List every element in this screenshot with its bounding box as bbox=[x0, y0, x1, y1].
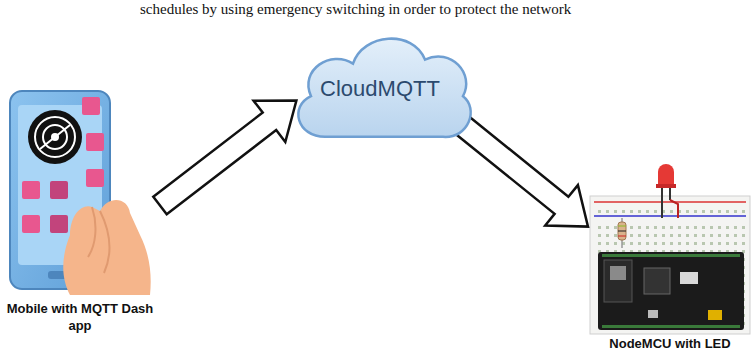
breadboard-illustration bbox=[588, 160, 752, 336]
board-node: NodeMCU with LED bbox=[588, 160, 752, 356]
node-text-wrap: Mobile with MQTT Dash app bbox=[5, 301, 155, 335]
cloud-node: CloudMQTT bbox=[285, 25, 475, 147]
device-label: Mobile with MQTT Dash app bbox=[5, 301, 155, 335]
block-arrow bbox=[449, 112, 588, 227]
node-text-wrap: NodeMCU with LED bbox=[590, 336, 750, 353]
block-arrow bbox=[153, 101, 296, 215]
cloud-label: CloudMQTT bbox=[320, 75, 440, 104]
node-text-wrap: CloudMQTT bbox=[285, 25, 475, 147]
device-label: NodeMCU with LED bbox=[590, 336, 750, 353]
mobile-node: Mobile with MQTT Dash app bbox=[0, 85, 160, 347]
phone-illustration bbox=[0, 85, 160, 295]
cropped-caption-text: schedules by using emergency switching i… bbox=[140, 1, 571, 18]
